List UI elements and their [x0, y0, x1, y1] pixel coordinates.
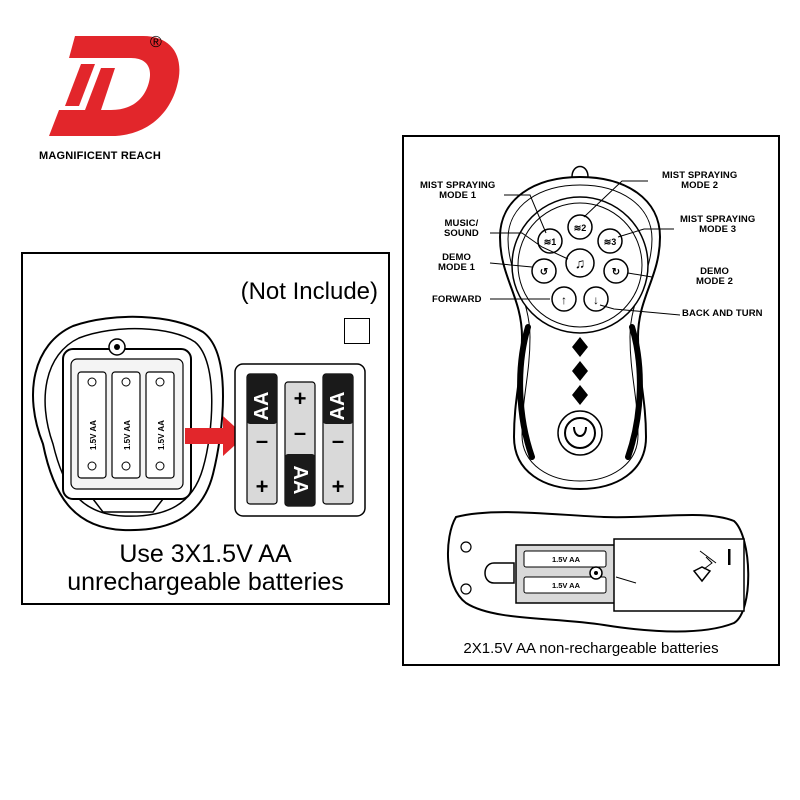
battery-2-plus: + [294, 386, 307, 411]
remote-battery-caption: 2X1.5V AA non-rechargeable batteries [463, 640, 719, 657]
screw-icon [460, 583, 472, 595]
rear-cell-2 [523, 576, 607, 594]
svg-text:↻: ↻ [612, 267, 620, 278]
button-disc-ring [517, 202, 643, 328]
battery-1: AA – + [246, 373, 278, 505]
compartment-cells: 1.5V AA 1.5V AA 1.5V AA [77, 371, 175, 479]
left-grip [517, 324, 535, 460]
diamond-indicator-1 [572, 337, 588, 357]
compartment-latch [92, 498, 164, 513]
terminal-icon [87, 377, 97, 387]
right-grip [625, 324, 643, 460]
rear-battery-compartment: 1.5V AA 1.5V AA [447, 511, 750, 633]
battery-instruction-panel: 1.5V AA 1.5V AA 1.5V AA AA – + + – AA [21, 252, 390, 605]
battery-caption-line-1: Use 3X1.5V AA [119, 540, 292, 568]
svg-text:↺: ↺ [540, 267, 548, 278]
cover-lock-icon [692, 566, 712, 583]
label-music-sound: MUSIC/SOUND [444, 218, 479, 239]
cell-slot-2 [111, 371, 141, 479]
battery-caption-line-2: unrechargeable batteries [67, 568, 344, 596]
rear-cell-label-2: 1.5V AA [552, 581, 581, 590]
arrow-down-icon: ↓ [593, 293, 599, 307]
cover-wire [615, 576, 637, 584]
battery-2-minus: – [294, 420, 306, 445]
cell-label-2: 1.5V AA [123, 420, 132, 450]
screw-center [114, 344, 120, 350]
battery-1-text: AA [251, 392, 273, 421]
terminal-icon [87, 461, 97, 471]
terminal-icon [121, 461, 131, 471]
forward-button[interactable]: ↑ [551, 286, 577, 312]
battery-1-plus: + [256, 474, 269, 499]
switch-center [594, 571, 598, 575]
not-include-checkbox[interactable] [344, 318, 370, 344]
back-and-turn-button[interactable]: ↓ [583, 286, 609, 312]
antenna-tip [571, 165, 589, 178]
battery-3-minus: – [332, 428, 344, 453]
label-back-and-turn: BACK AND TURN [682, 308, 763, 319]
brand-logo-mark [49, 36, 180, 136]
battery-3: AA – + [322, 373, 354, 505]
brand-name: MAGNIFICENT REACH [39, 150, 161, 162]
toy-shell-outline [32, 315, 224, 532]
cover-mark [703, 556, 713, 570]
toy-shell-inner-outline [44, 327, 213, 517]
music-note-icon: ♫ [575, 255, 586, 271]
logo-d-shape [49, 36, 180, 136]
battery-1-minus: – [256, 428, 268, 453]
power-switch-icon[interactable] [564, 417, 596, 449]
svg-text:≋3: ≋3 [604, 237, 617, 247]
rear-cell-label-1: 1.5V AA [552, 555, 581, 564]
cover-tab [728, 549, 731, 565]
battery-3-plus: + [332, 474, 345, 499]
leader-lines [489, 180, 681, 316]
screw-icon [460, 541, 472, 553]
music-sound-button[interactable]: ♫ [565, 248, 595, 278]
not-include-label: (Not Include) [240, 278, 378, 305]
svg-text:≋1: ≋1 [544, 237, 557, 247]
power-switch-knob [573, 426, 587, 437]
demo-mode-2-button[interactable]: ↻ [603, 258, 629, 284]
battery-cover[interactable] [613, 538, 745, 612]
battery-2-text: AA [289, 466, 311, 495]
mist-mode-1-button[interactable]: ≋1 [537, 228, 563, 254]
rear-clip [484, 562, 515, 584]
terminal-icon [155, 377, 165, 387]
cell-label-1: 1.5V AA [89, 420, 98, 450]
diamond-indicator-3 [572, 385, 588, 405]
registered-mark: ® [150, 34, 162, 51]
cell-slot-3 [145, 371, 175, 479]
svg-text:≋2: ≋2 [574, 223, 587, 233]
logo-inner-stroke [65, 64, 95, 106]
remote-control-illustration: ≋2 ≋1 ≋3 ♫ ↺ ↻ ↑ ↓ [447, 165, 750, 633]
cell-label-3: 1.5V AA [157, 420, 166, 450]
insert-arrow-icon [185, 416, 245, 456]
crossed-bin-icon [699, 550, 717, 564]
cell-slot-1 [77, 371, 107, 479]
rear-cell-1 [523, 550, 607, 568]
brand-logo: ® MAGNIFICENT REACH [30, 28, 180, 168]
battery-3-text: AA [327, 392, 349, 421]
mist-mode-2-button[interactable]: ≋2 [567, 214, 593, 240]
battery-caption: Use 3X1.5V AA unrechargeable batteries [23, 540, 388, 596]
battery-compartment-illustration: 1.5V AA 1.5V AA 1.5V AA AA – + + – AA [32, 315, 366, 532]
label-forward: FORWARD [432, 294, 482, 305]
remote-control-panel: ≋2 ≋1 ≋3 ♫ ↺ ↻ ↑ ↓ [402, 135, 780, 666]
battery-2: + – AA [284, 381, 316, 507]
demo-mode-1-button[interactable]: ↺ [531, 258, 557, 284]
arrow-up-icon: ↑ [561, 293, 567, 307]
mist-mode-3-button[interactable]: ≋3 [597, 228, 623, 254]
diamond-indicator-2 [572, 361, 588, 381]
terminal-icon [121, 377, 131, 387]
terminal-icon [155, 461, 165, 471]
